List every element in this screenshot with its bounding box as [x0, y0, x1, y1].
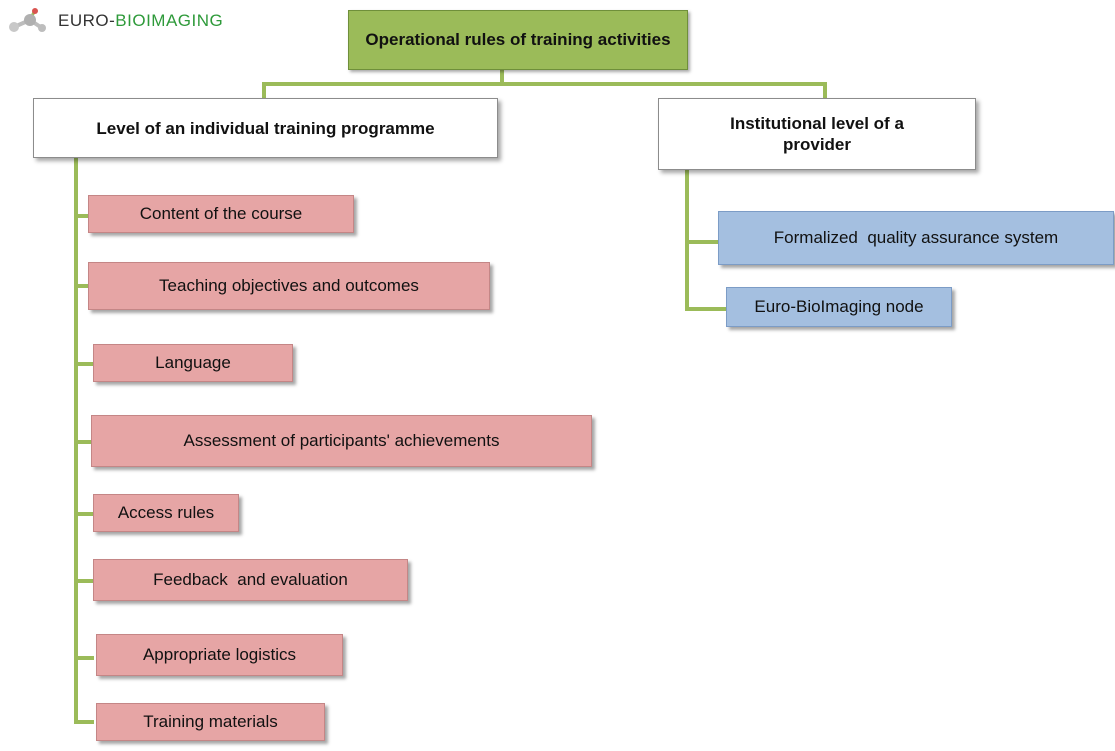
- left-item-content-of-course: Content of the course: [88, 195, 354, 233]
- left-item-language: Language: [93, 344, 293, 382]
- left-item-feedback: Feedback and evaluation: [93, 559, 408, 601]
- left-item-teaching-objectives: Teaching objectives and outcomes: [88, 262, 490, 310]
- right-branch-label: Institutional level of a provider: [730, 114, 904, 154]
- root-node: Operational rules of training activities: [348, 10, 688, 70]
- right-item-euro-bioimaging-node: Euro-BioImaging node: [726, 287, 952, 327]
- left-branch-node: Level of an individual training programm…: [33, 98, 498, 158]
- left-tick: [74, 440, 94, 444]
- left-branch-label: Level of an individual training programm…: [96, 118, 435, 138]
- logo-molecule-icon: [9, 8, 46, 32]
- left-tick: [74, 656, 94, 660]
- left-tick: [74, 720, 94, 724]
- left-tick: [74, 214, 94, 218]
- right-branch-node: Institutional level of a provider: [658, 98, 976, 170]
- root-connector-vertical: [500, 70, 504, 84]
- right-item-quality-assurance: Formalized quality assurance system: [718, 211, 1114, 265]
- left-item-training-materials: Training materials: [96, 703, 325, 741]
- logo-text: EURO-BIOIMAGING: [58, 11, 224, 30]
- left-tick: [74, 284, 94, 288]
- top-connector-horizontal: [262, 82, 827, 86]
- right-branch-drop: [823, 82, 827, 98]
- root-node-label: Operational rules of training activities: [365, 30, 671, 49]
- right-tick: [685, 307, 727, 311]
- left-tick: [74, 362, 94, 366]
- left-tick: [74, 512, 94, 516]
- left-item-assessment: Assessment of participants' achievements: [91, 415, 592, 467]
- euro-bioimaging-logo: EURO-BIOIMAGING: [8, 6, 223, 36]
- right-tick: [685, 240, 719, 244]
- left-item-logistics: Appropriate logistics: [96, 634, 343, 676]
- left-branch-drop: [262, 82, 266, 98]
- left-item-access-rules: Access rules: [93, 494, 239, 532]
- left-tick: [74, 579, 94, 583]
